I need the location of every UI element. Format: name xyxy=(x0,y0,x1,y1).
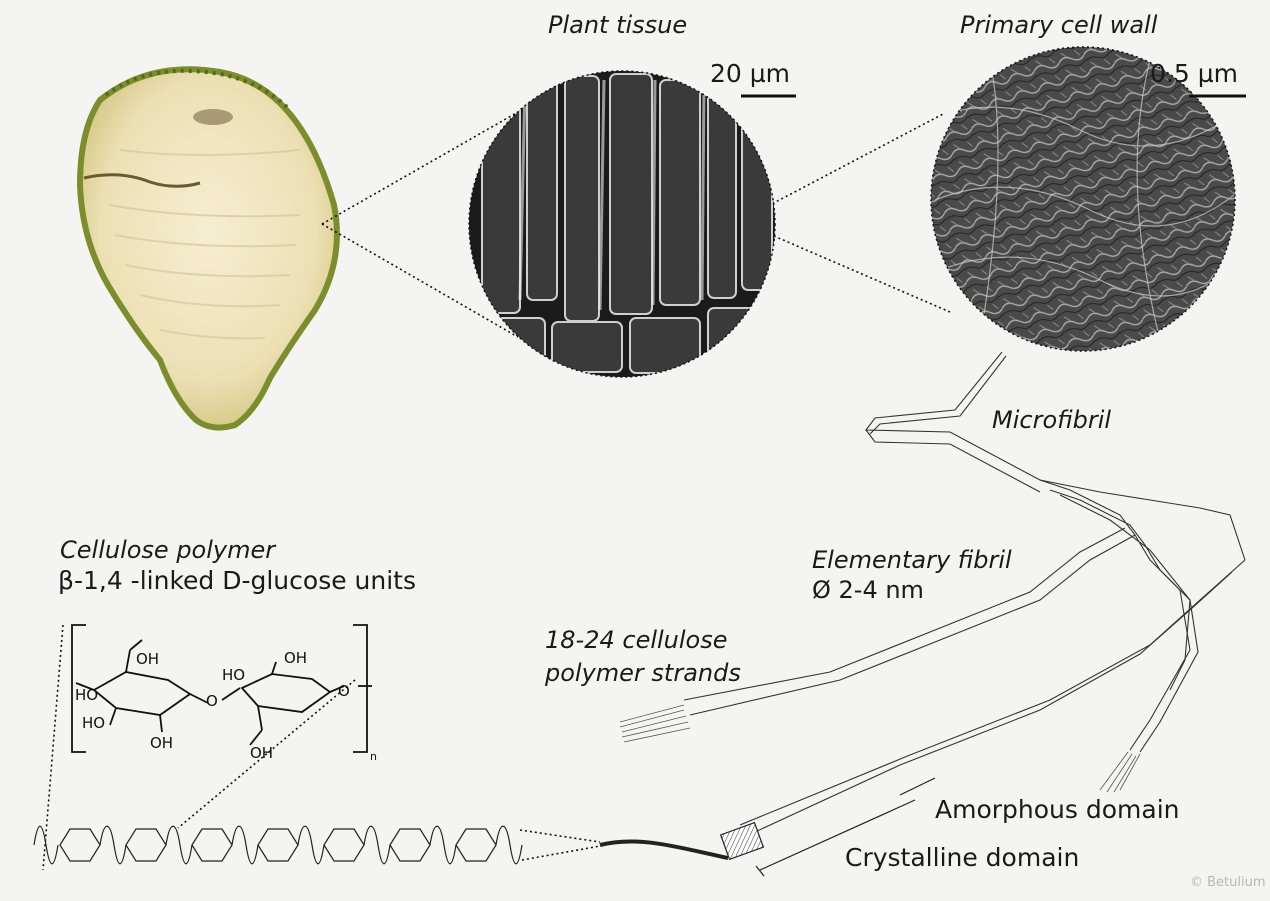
crystalline-block xyxy=(721,823,764,860)
chem-ho-3: HO xyxy=(222,666,245,684)
fibril-strands-right xyxy=(1100,752,1140,792)
chem-subscript-n: n xyxy=(370,750,377,763)
scale-label-tissue: 20 µm xyxy=(710,60,790,89)
amorphous-domain-label: Amorphous domain xyxy=(935,796,1179,825)
microfibril-label: Microfibril xyxy=(992,407,1111,435)
chem-ho-1: HO xyxy=(75,686,98,704)
scale-label-wall: 0.5 µm xyxy=(1150,60,1238,89)
elementary-fibril-label: Elementary fibril xyxy=(812,547,1012,575)
sem-tissue-micrograph xyxy=(460,60,790,390)
glucose-units-label: β-1,4 -linked D-glucose units xyxy=(58,567,416,596)
plant-tissue-label: Plant tissue xyxy=(548,12,687,40)
fibril-strands-left xyxy=(620,705,690,742)
strands-label-line1: 18-24 cellulose xyxy=(545,627,728,655)
chem-labels: OH HO HO OH O HO OH O OH n xyxy=(75,649,377,763)
chem-oh-4: OH xyxy=(250,744,273,762)
chem-oh-3: OH xyxy=(284,649,307,667)
cellobiose-structure xyxy=(72,625,372,752)
primary-cell-wall-label: Primary cell wall xyxy=(960,12,1157,40)
chem-o-1: O xyxy=(206,692,218,710)
fibril-diameter-label: Ø 2-4 nm xyxy=(812,577,924,605)
microfibril-drawing xyxy=(684,352,1245,838)
chem-ho-2: HO xyxy=(82,714,105,732)
strands-label-line2: polymer strands xyxy=(545,660,741,688)
beet-photo xyxy=(80,69,337,427)
polymer-chain xyxy=(34,826,522,864)
single-fibril-strand xyxy=(600,841,728,858)
chem-oh-2: OH xyxy=(150,734,173,752)
chem-o-2: O xyxy=(338,682,350,700)
chem-oh-1: OH xyxy=(136,650,159,668)
cellulose-polymer-label: Cellulose polymer xyxy=(60,537,275,565)
copyright-label: © Betulium xyxy=(1190,876,1266,891)
crystalline-domain-label: Crystalline domain xyxy=(845,844,1079,873)
